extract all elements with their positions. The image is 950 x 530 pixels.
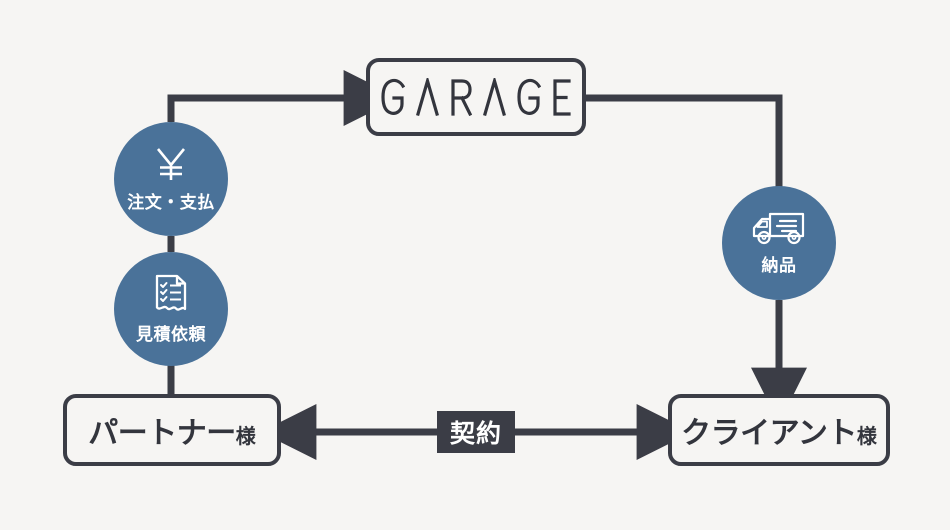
partner-box[interactable]: パートナー 様 [63, 394, 281, 466]
contract-badge: 契約 [437, 411, 515, 453]
garage-hub-box[interactable] [366, 58, 586, 136]
contract-label: 契約 [449, 419, 502, 448]
yen-icon [153, 145, 189, 183]
step-order-payment-label: 注文・支払 [127, 193, 215, 213]
client-box[interactable]: クライアント 様 [668, 394, 890, 466]
partner-label-main: パートナー [88, 416, 236, 451]
checklist-document-icon [153, 273, 189, 315]
client-label-main: クライアント [681, 416, 857, 451]
garage-wordmark [381, 78, 571, 116]
wire-order-to-garage [167, 70, 400, 126]
garage-letter-a2 [483, 78, 506, 116]
garage-letter-g1 [381, 78, 405, 115]
partner-label: パートナー 様 [88, 408, 256, 452]
garage-letter-g2 [517, 78, 541, 115]
garage-letter-e [553, 79, 571, 116]
step-quote-request[interactable]: 見積依頼 [114, 252, 228, 366]
step-quote-request-label: 見積依頼 [136, 325, 206, 345]
step-delivery[interactable]: 納品 [722, 186, 836, 300]
wire-garage-to-delivery [586, 94, 783, 188]
step-delivery-label: 納品 [761, 256, 797, 276]
partner-label-honorific: 様 [235, 424, 256, 448]
step-order-payment[interactable]: 注文・支払 [114, 122, 228, 236]
garage-letter-r [451, 79, 472, 116]
client-label: クライアント 様 [681, 408, 877, 452]
delivery-truck-icon [750, 210, 808, 246]
garage-letter-a1 [416, 78, 439, 116]
client-label-honorific: 様 [856, 424, 877, 448]
